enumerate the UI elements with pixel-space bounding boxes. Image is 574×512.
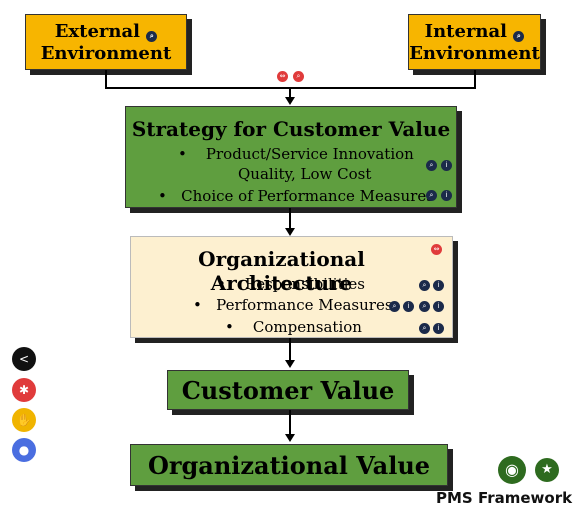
search-icon[interactable]: ⌕ <box>419 280 430 291</box>
search-icon[interactable]: ⌕ <box>293 71 304 82</box>
connector-down-1 <box>289 87 291 99</box>
architecture-box: Organizational Architecture • Responsibi… <box>130 236 453 338</box>
arrow-down-4 <box>285 434 295 442</box>
customer-value-title: Customer Value <box>181 376 395 405</box>
organizational-value-title: Organizational Value <box>147 451 431 480</box>
info-icon[interactable]: i <box>433 301 444 312</box>
info-icon[interactable]: i <box>433 280 444 291</box>
strategy-title: Strategy for Customer Value <box>131 117 451 141</box>
search-icon[interactable]: ⌕ <box>513 31 525 42</box>
customer-value-box: Customer Value <box>167 370 409 410</box>
connector-left-vertical <box>105 70 107 88</box>
connector-down-3 <box>289 338 291 362</box>
internal-label-line1: Internal ⌕ <box>409 21 540 43</box>
strategy-bullet-1-cont: Quality, Low Cost <box>238 165 372 183</box>
internal-environment-box: Internal ⌕ Environment <box>408 14 541 70</box>
search-icon[interactable]: ⌕ <box>146 31 158 42</box>
connector-down-4 <box>289 410 291 436</box>
external-label-line1: External ⌕ <box>26 21 186 43</box>
arrow-down-2 <box>285 228 295 236</box>
search-icon[interactable]: ⌕ <box>426 190 437 201</box>
link-icon[interactable]: ⇔ <box>277 71 288 82</box>
search-icon[interactable]: ⌕ <box>389 301 400 312</box>
search-icon[interactable]: ⌕ <box>426 160 437 171</box>
eye-icon[interactable]: ◉ <box>498 456 526 484</box>
strategy-bullet-2: • Choice of Performance Measures <box>158 187 434 205</box>
connector-right-vertical <box>474 70 476 88</box>
user-icon[interactable]: ● <box>12 438 36 462</box>
architecture-bullet-3: • Compensation <box>225 318 362 336</box>
info-icon[interactable]: i <box>441 160 452 171</box>
hand-icon[interactable]: ✋ <box>12 408 36 432</box>
search-icon[interactable]: ⌕ <box>419 301 430 312</box>
organizational-value-box: Organizational Value <box>130 444 448 486</box>
arrow-down-1 <box>285 97 295 105</box>
share-icon[interactable]: < <box>12 347 36 371</box>
footer-label: PMS Framework <box>436 489 573 507</box>
settings-icon[interactable]: ✱ <box>12 378 36 402</box>
architecture-bullet-2: • Performance Measures <box>193 296 393 314</box>
info-icon[interactable]: i <box>433 323 444 334</box>
info-icon[interactable]: i <box>403 301 414 312</box>
search-icon[interactable]: ⌕ <box>419 323 430 334</box>
star-icon[interactable]: ★ <box>535 458 559 482</box>
connector-down-2 <box>289 208 291 230</box>
arrow-down-3 <box>285 360 295 368</box>
architecture-bullet-1: • Responsibilities <box>217 275 365 293</box>
info-icon[interactable]: i <box>441 190 452 201</box>
external-label-line2: Environment <box>40 43 172 64</box>
strategy-bullet-1: • Product/Service Innovation <box>178 145 414 163</box>
architecture-title: Organizational Architecture <box>198 247 365 295</box>
internal-label-line2: Environment <box>409 43 540 64</box>
link-icon[interactable]: ⇔ <box>431 244 442 255</box>
external-environment-box: External ⌕ Environment <box>25 14 187 70</box>
strategy-box: Strategy for Customer Value • Product/Se… <box>125 106 457 208</box>
